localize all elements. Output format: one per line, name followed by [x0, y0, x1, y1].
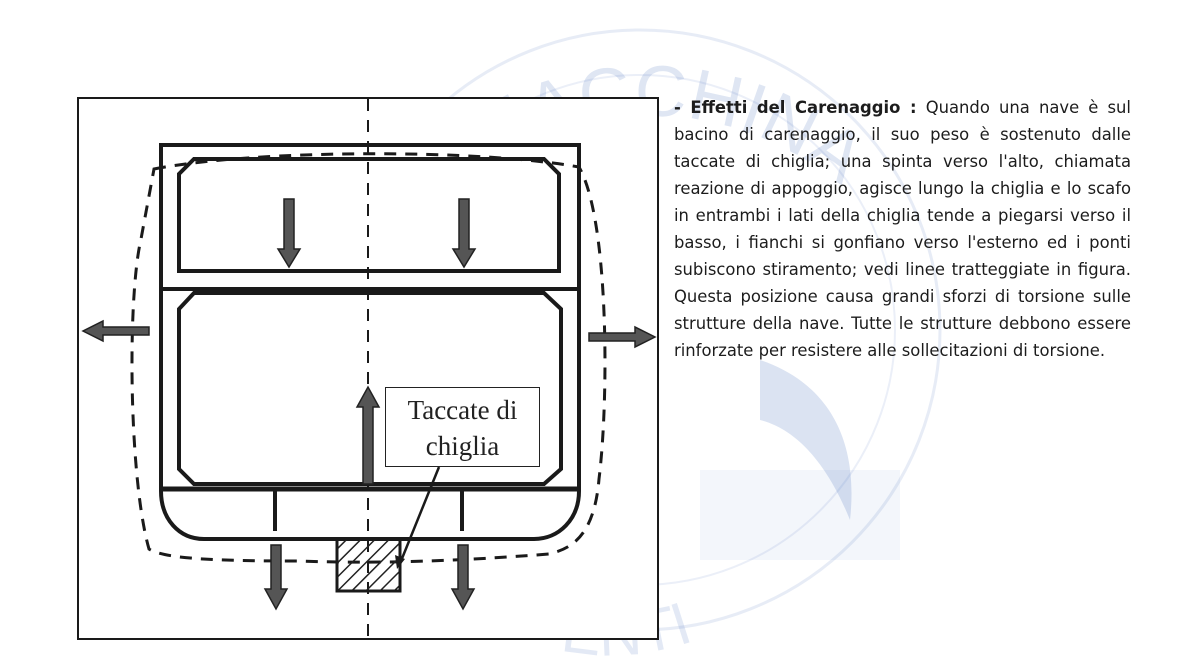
keel-block: [335, 537, 402, 593]
left-arrow-icon: [81, 319, 150, 343]
description-paragraph: - Effetti del Carenaggio : Quando una na…: [674, 94, 1131, 364]
keel-label-line-1: Taccate di: [407, 395, 518, 425]
right-arrow-icon: [588, 325, 657, 349]
description-heading: - Effetti del Carenaggio :: [674, 98, 917, 117]
hull-diagram: [81, 99, 657, 638]
keel-label-line-2: chiglia: [425, 431, 500, 461]
down-arrow-icon: [451, 198, 477, 269]
down-arrow-icon: [263, 544, 289, 611]
down-arrow-icon: [276, 198, 302, 269]
down-arrow-icon: [450, 544, 476, 611]
label-pointer-arrow: [399, 466, 441, 562]
upper-compartment: [177, 157, 561, 273]
keel-blocks-label: Taccate di chiglia: [385, 387, 540, 467]
description-body: Quando una nave è sul bacino di carenagg…: [674, 98, 1131, 360]
lower-compartment: [177, 291, 563, 486]
up-arrow-icon: [355, 385, 381, 485]
ship-cross-section-figure: Taccate di chiglia: [77, 97, 659, 640]
hull-outline: [159, 143, 581, 541]
